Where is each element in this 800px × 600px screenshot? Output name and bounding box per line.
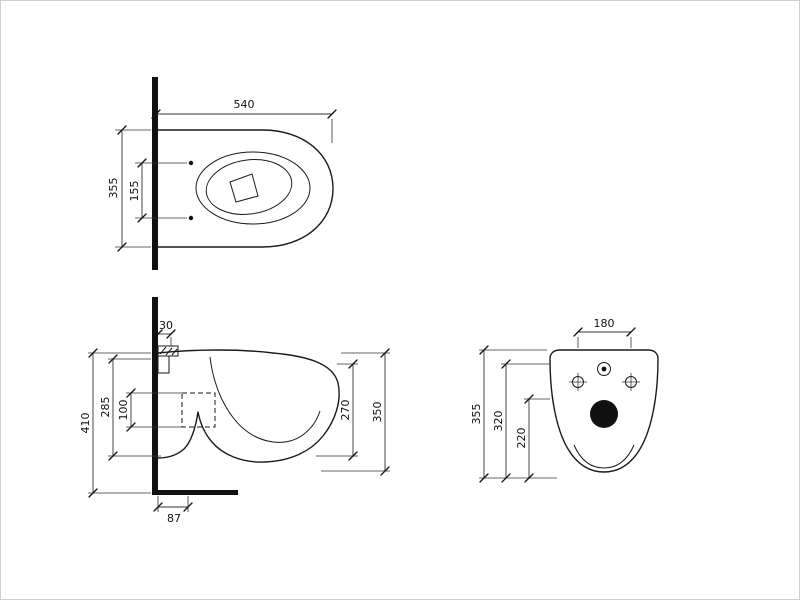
- dim-side-inlet-label: 100: [117, 400, 130, 421]
- dim-side-outlet-offset-label: 87: [167, 512, 181, 525]
- seat-inner-ring: [205, 159, 293, 215]
- dim-rear-fixing-centres: 180: [573, 317, 636, 348]
- dim-plan-depth-label: 355: [107, 178, 120, 199]
- rear-view: 180 355 320 220: [470, 317, 659, 483]
- fixing-point-right: [622, 373, 640, 391]
- wall-section-plan: [152, 77, 158, 270]
- dim-side-bracket: 30: [153, 319, 176, 346]
- fixing-point-left: [569, 373, 587, 391]
- dim-side-inlet: 100: [117, 388, 182, 432]
- dim-plan-width: 540: [151, 98, 337, 143]
- toilet-rear-outline: [549, 349, 659, 473]
- floor-section: [152, 490, 238, 495]
- dim-side-body-height-label: 285: [99, 397, 112, 418]
- toilet-side-outline: [157, 349, 340, 463]
- dim-rear-low-height: 220: [515, 394, 550, 483]
- side-view: 30 410 285 100: [79, 297, 390, 525]
- dim-rear-low-height-label: 220: [515, 428, 528, 449]
- wall-section-side: [152, 297, 158, 493]
- toilet-plan-outline: [157, 129, 334, 248]
- mounting-bracket: [157, 345, 179, 374]
- fixing-hole-top: [188, 160, 194, 166]
- dim-plan-hole-spacing-label: 155: [128, 181, 141, 202]
- dim-rear-top-height: 355: [470, 345, 547, 483]
- dim-rear-mid-height-label: 320: [492, 411, 505, 432]
- flush-plate: [229, 173, 259, 203]
- dim-side-total-height-label: 410: [79, 413, 92, 434]
- inlet-hole-center: [601, 366, 607, 372]
- seat-outer-ring: [195, 151, 311, 225]
- hidden-channel: [181, 392, 216, 428]
- dim-rear-top-height-label: 355: [470, 404, 483, 425]
- dim-side-body-height: 285: [99, 354, 161, 461]
- outlet-hole: [590, 400, 618, 428]
- dim-side-outlet-offset: 87: [153, 496, 193, 525]
- dim-rear-fixing-centres-label: 180: [594, 317, 615, 330]
- dim-plan-width-label: 540: [234, 98, 255, 111]
- dim-side-bowl-label: 270: [339, 400, 352, 421]
- dim-plan-depth: 355: [107, 125, 151, 252]
- fixing-hole-bottom: [188, 215, 194, 221]
- bowl-inner-contour: [209, 356, 321, 443]
- dim-side-bracket-label: 30: [159, 319, 173, 332]
- dim-side-front-height-label: 350: [371, 402, 384, 423]
- dim-plan-hole-spacing: 155: [128, 158, 187, 223]
- dim-side-front-height: 350: [321, 348, 390, 476]
- dim-side-total-height: 410: [79, 348, 151, 498]
- dim-rear-mid-height: 320: [492, 359, 550, 483]
- inlet-hole: [597, 362, 611, 376]
- dim-side-bowl: 270: [316, 359, 358, 461]
- bowl-front-curve: [573, 444, 635, 469]
- plan-view: 540 355 155: [107, 77, 337, 270]
